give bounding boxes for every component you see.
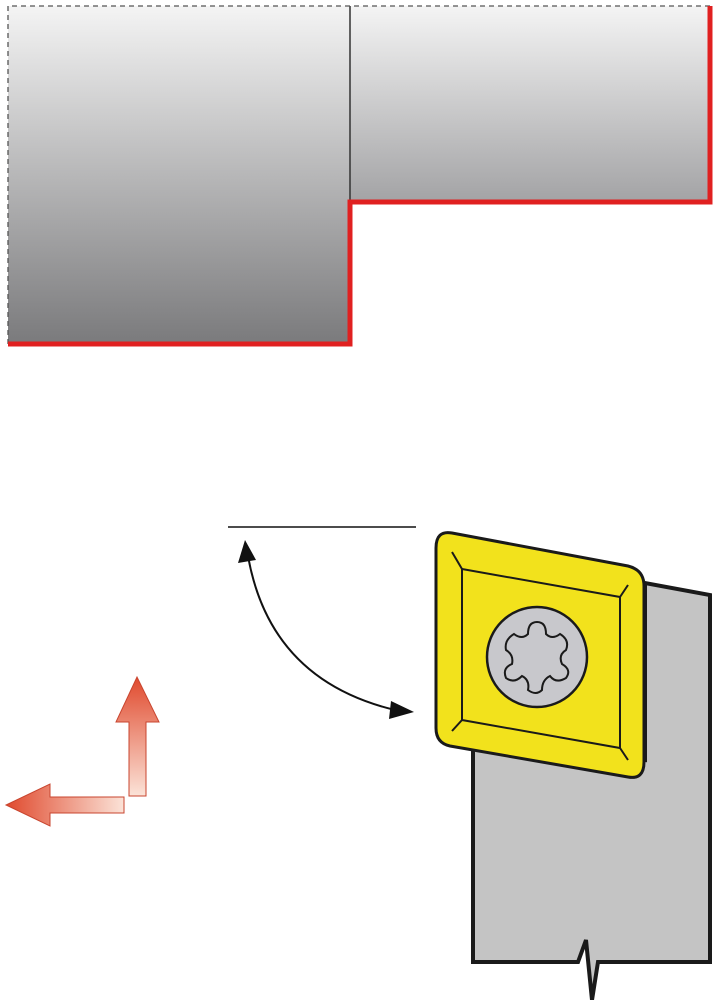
cutting-insert	[434, 531, 646, 779]
workpiece	[7, 5, 713, 347]
workpiece-large-diameter	[8, 6, 350, 344]
machined-profile-edge	[8, 6, 713, 347]
workpiece-small-diameter	[350, 6, 710, 202]
axial-feed-arrow-icon	[115, 675, 160, 797]
angle-arc-arrow-icon	[238, 540, 414, 719]
feed-direction-arrows-icon	[4, 675, 160, 827]
torx-screw-icon	[503, 620, 570, 694]
stock-outline-dashed	[7, 5, 710, 344]
radial-feed-arrow-icon	[4, 783, 125, 827]
